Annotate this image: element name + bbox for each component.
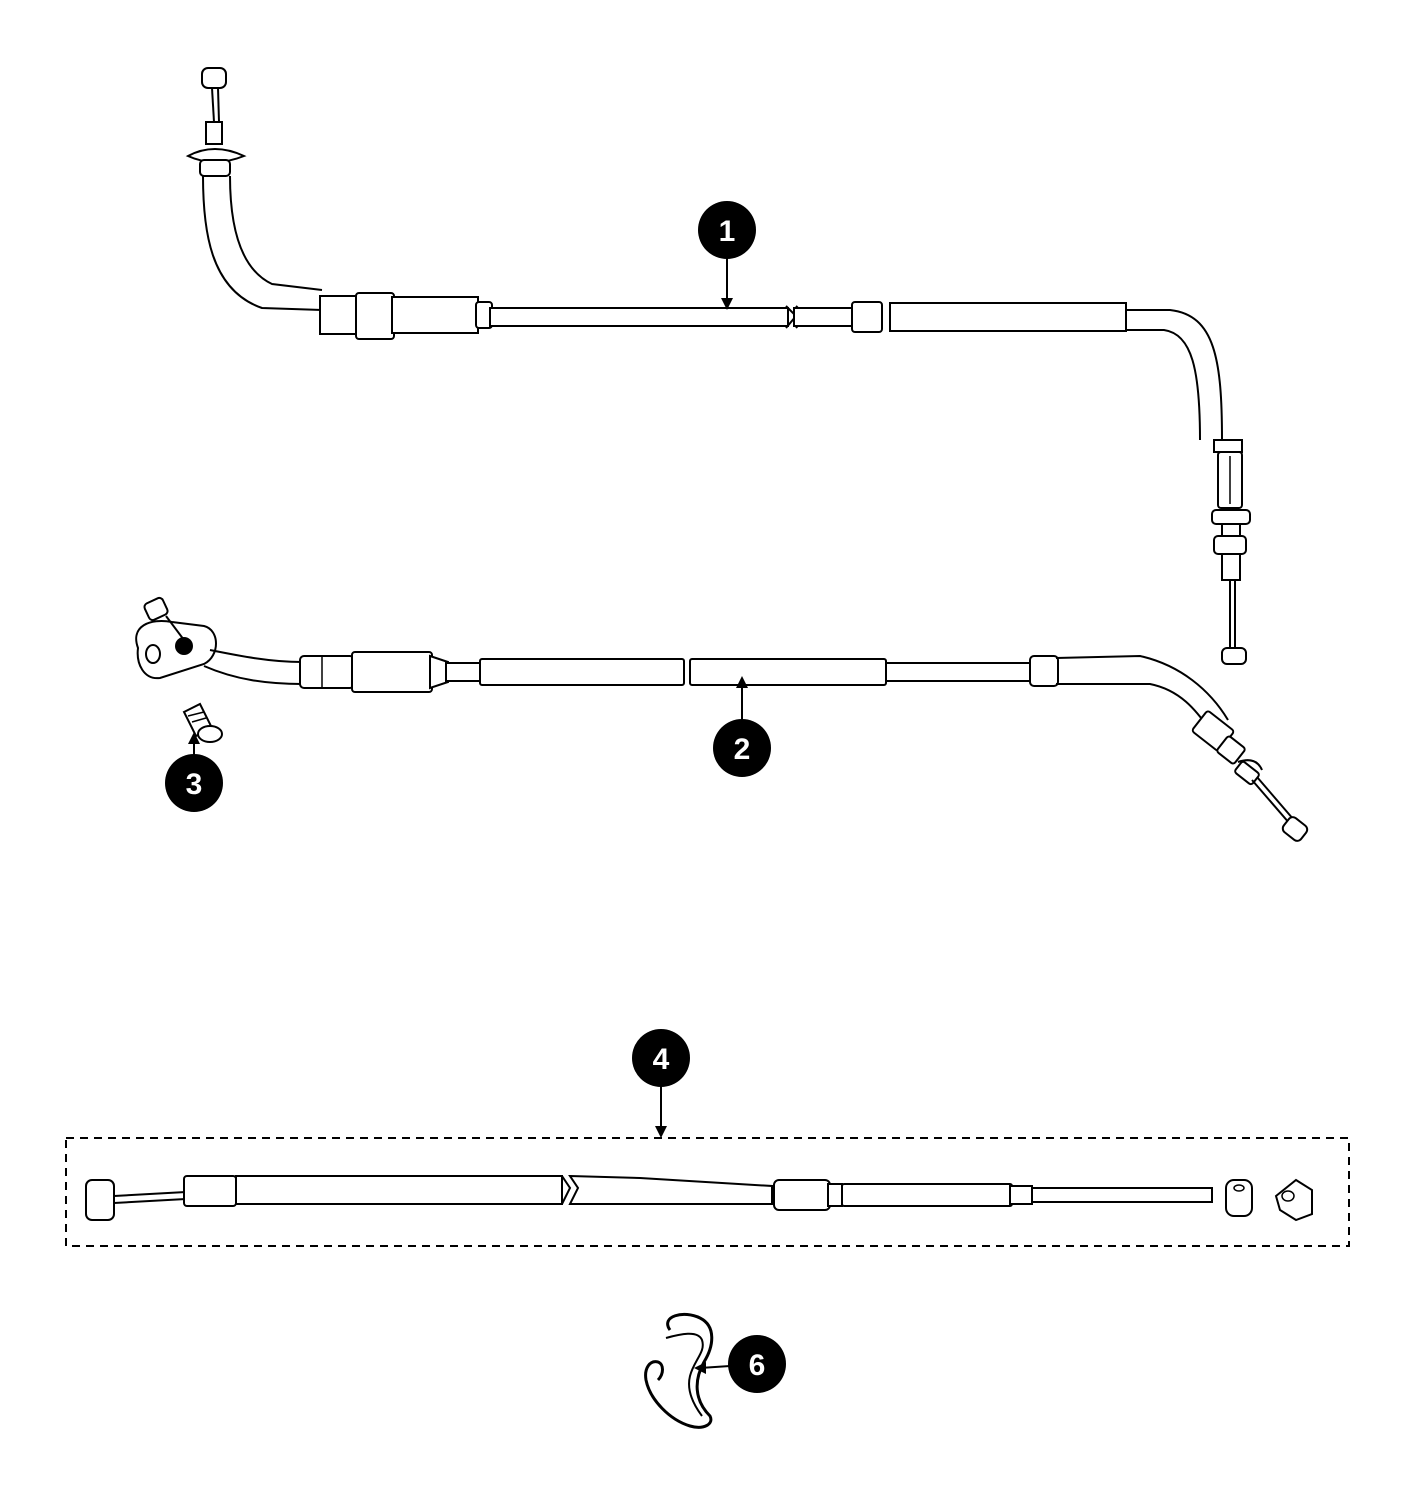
- throttle-cable-icon: [185, 67, 1251, 665]
- callout-2-label: 2: [734, 733, 751, 766]
- callout-4-label: 4: [653, 1043, 670, 1076]
- bolt-icon: [182, 702, 223, 743]
- callout-1-label: 1: [719, 215, 736, 248]
- callout-3-label: 3: [186, 768, 203, 801]
- callout-2: 2: [713, 719, 771, 777]
- leader-lines: [188, 254, 748, 1374]
- clutch-cable-icon: [135, 596, 1309, 842]
- callout-1: 1: [698, 201, 756, 259]
- callout-6: 6: [728, 1335, 786, 1393]
- callout-4: 4: [632, 1029, 690, 1087]
- cable-kit-icon: [65, 1137, 1350, 1247]
- cable-clip-icon: [644, 1313, 714, 1429]
- callout-6-label: 6: [749, 1349, 766, 1382]
- callout-3: 3: [165, 754, 223, 812]
